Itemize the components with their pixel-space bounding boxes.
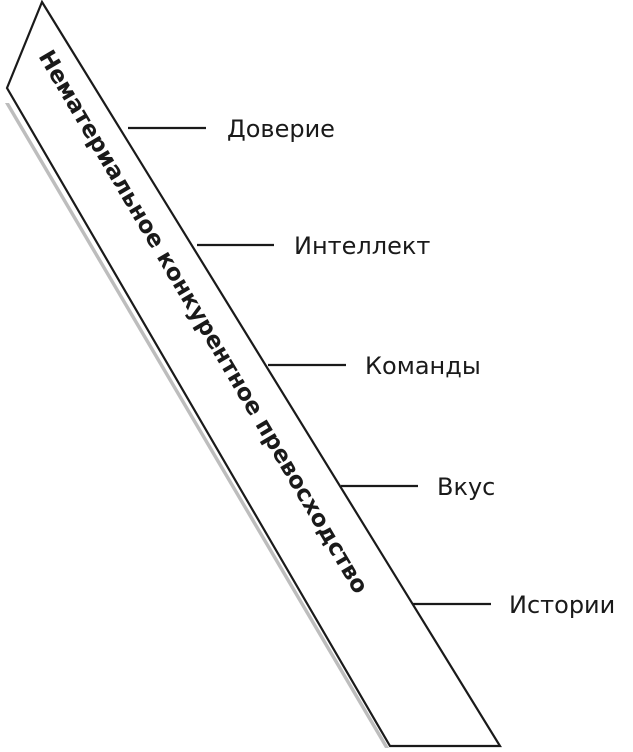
band-shadow: [5, 103, 389, 748]
branch-label-trust: Доверие: [227, 115, 335, 143]
branch-label-stories: Истории: [509, 591, 615, 619]
branch-label-taste: Вкус: [437, 473, 495, 501]
main-band: [5, 0, 502, 748]
branch-label-intellect: Интеллект: [294, 232, 430, 260]
branch-label-teams: Команды: [365, 352, 481, 380]
